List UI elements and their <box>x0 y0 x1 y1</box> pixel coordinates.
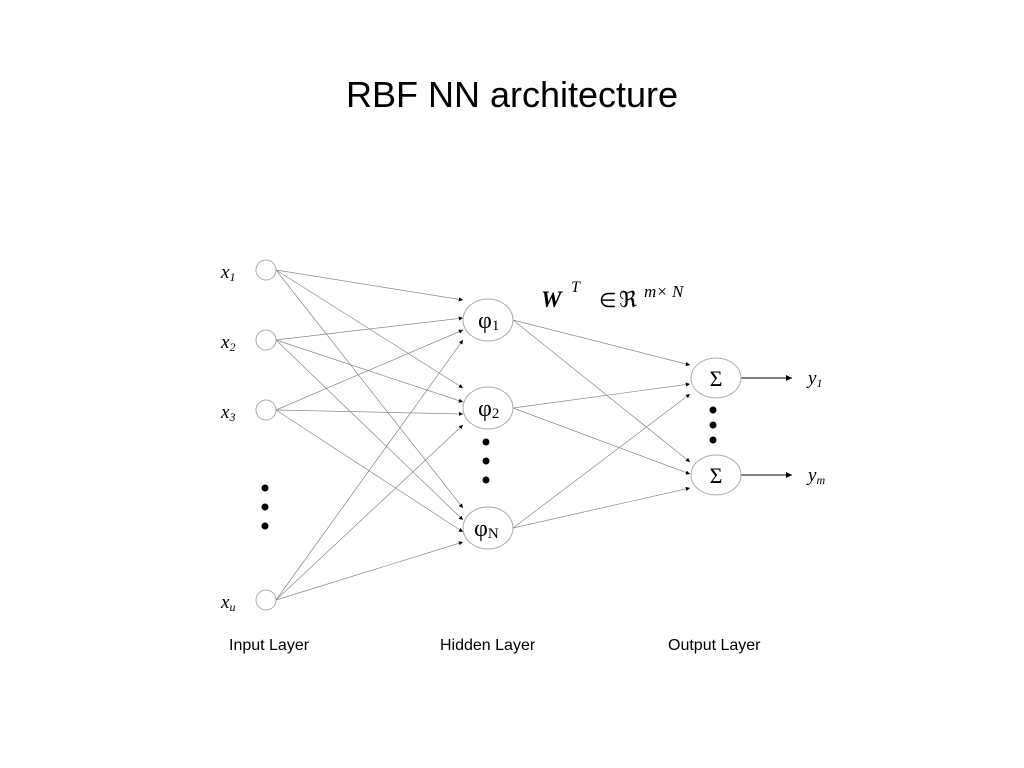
output-layer-label: Output Layer <box>668 637 761 654</box>
hidden-layer: φ1 φ2 φN <box>462 298 514 550</box>
hidden-node-2 <box>462 386 514 430</box>
edge-x2-h3 <box>275 339 464 521</box>
output-ellipsis-dots <box>709 406 717 444</box>
edge-h3-o2 <box>512 486 691 529</box>
input-hidden-connections <box>275 269 464 601</box>
weight-matrix-symbol: W <box>541 287 563 312</box>
hidden-output-connections <box>512 319 691 529</box>
edge-h3-o1 <box>512 393 691 529</box>
input-layer: x1 x2 x3 xu <box>220 259 277 614</box>
edge-h2-o1 <box>512 382 691 409</box>
input-label-1: x1 <box>220 262 235 284</box>
input-node-2 <box>255 329 277 351</box>
output-node-1 <box>690 357 742 399</box>
output-sum-symbol-1: Σ <box>710 366 723 391</box>
edge-h2-o2 <box>512 407 691 475</box>
output-node-m <box>690 454 742 496</box>
hidden-label-n: φN <box>474 516 499 542</box>
input-node-u <box>255 589 277 611</box>
edge-x4-h1 <box>275 339 464 601</box>
hidden-node-n <box>462 506 514 550</box>
output-label-1: y1 <box>806 368 822 390</box>
hidden-node-1 <box>462 298 514 342</box>
edge-x3-h2 <box>275 409 464 417</box>
weight-member-symbol: ∈ <box>599 290 616 312</box>
edge-x1-h3 <box>275 269 464 509</box>
edge-x2-h1 <box>275 316 464 341</box>
weight-dims: m× N <box>644 282 685 301</box>
edge-x1-h1 <box>275 269 464 302</box>
edge-x2-h2 <box>275 339 464 403</box>
input-label-u: xu <box>220 592 235 614</box>
output-label-m: ym <box>806 465 825 487</box>
output-layer: Σ Σ y1 ym <box>690 357 825 496</box>
hidden-ellipsis-dots <box>482 438 490 484</box>
hidden-layer-label: Hidden Layer <box>440 637 536 654</box>
output-arrows <box>741 375 792 478</box>
edge-h1-o1 <box>512 319 691 367</box>
input-node-1 <box>255 259 277 281</box>
edge-x3-h3 <box>275 409 464 533</box>
page-title: RBF NN architecture <box>345 74 679 115</box>
hidden-label-1: φ1 <box>478 308 499 334</box>
edge-x3-h1 <box>275 329 464 411</box>
weight-real-set: ℜ <box>619 287 637 312</box>
input-label-3: x3 <box>220 402 235 424</box>
input-label-2: x2 <box>220 332 235 354</box>
input-ellipsis-dots <box>261 484 269 530</box>
weight-transpose: T <box>571 279 581 296</box>
weight-matrix-label: W T ∈ ℜ m× N <box>541 279 685 312</box>
input-node-3 <box>255 399 277 421</box>
edge-x4-h2 <box>275 424 464 601</box>
hidden-label-2: φ2 <box>478 396 499 422</box>
edge-h1-o2 <box>512 319 691 463</box>
output-sum-symbol-m: Σ <box>710 463 723 488</box>
input-layer-label: Input Layer <box>229 637 310 654</box>
edge-x4-h3 <box>275 541 464 601</box>
